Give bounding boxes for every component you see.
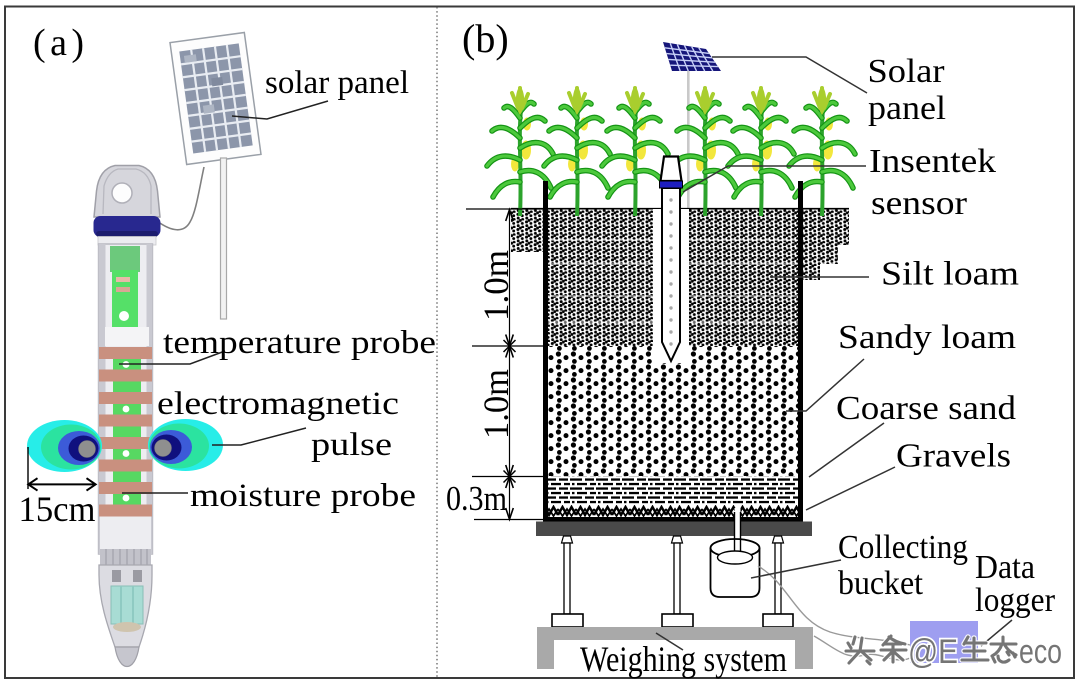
svg-text:solar panel: solar panel [265,65,409,101]
svg-text:eco: eco [1019,633,1062,671]
svg-text:Weighing system: Weighing system [580,639,787,679]
svg-text:Gravels: Gravels [896,438,1011,475]
svg-text:1.0m: 1.0m [476,250,516,321]
svg-text:panel: panel [868,90,946,127]
svg-text:@E: @E [908,633,958,671]
svg-text:Coarse sand: Coarse sand [836,390,1016,427]
svg-text:Silt loam: Silt loam [881,256,1019,293]
svg-text:Data: Data [975,549,1035,586]
svg-text:electromagnetic: electromagnetic [157,386,399,422]
svg-text:(a): (a) [33,22,84,64]
svg-text:1.0m: 1.0m [476,369,516,439]
svg-text:(b): (b) [462,16,509,61]
svg-text:Collecting: Collecting [838,529,968,566]
svg-text:moisture probe: moisture probe [190,478,416,514]
svg-text:15cm: 15cm [19,489,96,529]
svg-text:bucket: bucket [838,565,924,602]
svg-text:temperature probe: temperature probe [163,325,436,361]
svg-text:Solar: Solar [868,53,946,90]
svg-text:sensor: sensor [871,185,968,222]
svg-text:pulse: pulse [311,427,392,463]
svg-text:Sandy loam: Sandy loam [838,319,1016,356]
svg-text:logger: logger [975,582,1056,619]
svg-text:Insentek: Insentek [869,143,996,180]
svg-text:0.3m: 0.3m [446,479,507,518]
